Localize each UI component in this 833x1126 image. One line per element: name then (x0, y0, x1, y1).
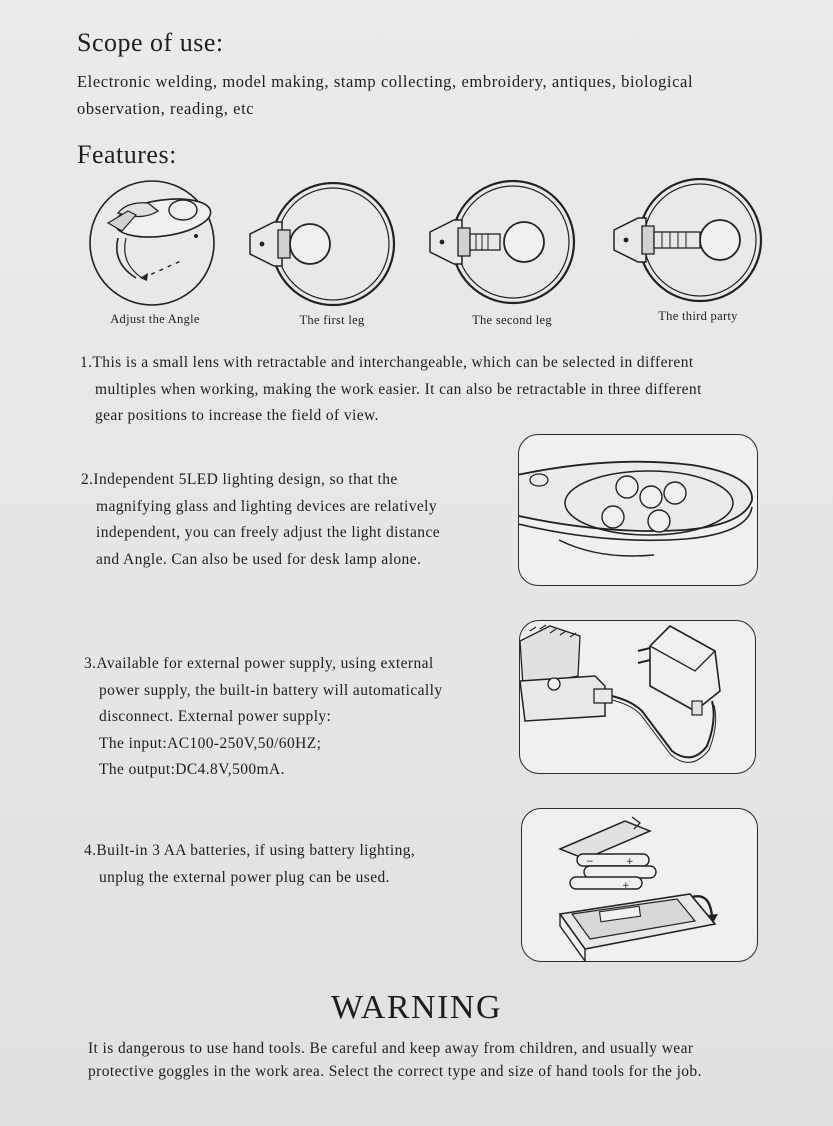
svg-text:+: + (622, 881, 630, 891)
feature-4: 4.Built-in 3 AA batteries, if using batt… (84, 838, 415, 891)
feature-2-line-4: and Angle. Can also be used for desk lam… (96, 550, 422, 568)
caption-third-party: The third party (658, 309, 738, 323)
scope-heading: Scope of use: (77, 28, 224, 57)
svg-text:−: − (586, 857, 594, 867)
scope-line-1: Electronic welding, model making, stamp … (77, 72, 694, 91)
battery-compartment-image: − + + (521, 808, 758, 962)
feature-1-line-3: gear positions to increase the field of … (95, 407, 379, 424)
power-adapter-illustration (520, 624, 721, 763)
scope-line-2: observation, reading, etc (77, 99, 255, 118)
warning-line-2: protective goggles in the work area. Sel… (88, 1063, 702, 1080)
feature-2-line-3: independent, you can freely adjust the l… (96, 524, 441, 541)
feature-3-line-3: disconnect. External power supply: (99, 708, 332, 725)
features-heading: Features: (77, 140, 177, 169)
second-leg-diagram (428, 180, 578, 310)
feature-4-line-2: unplug the external power plug can be us… (99, 868, 390, 886)
adjust-angle-diagram (88, 178, 218, 308)
feature-2-line-1: 2.Independent 5LED lighting design, so t… (81, 471, 398, 488)
led-lamp-image (518, 434, 758, 586)
first-leg-illustration (249, 182, 396, 307)
third-party-illustration (613, 178, 763, 303)
battery-compartment-illustration: − + + (558, 816, 718, 961)
led-lamp-illustration (519, 460, 753, 557)
first-leg-diagram (248, 182, 398, 312)
warning-text: It is dangerous to use hand tools. Be ca… (88, 1037, 702, 1083)
warning-line-1: It is dangerous to use hand tools. Be ca… (88, 1040, 694, 1057)
feature-2-line-2: magnifying glass and lighting devices ar… (96, 497, 438, 515)
feature-3-line-1: 3.Available for external power supply, u… (84, 655, 434, 672)
feature-3-line-5: The output:DC4.8V,500mA. (99, 761, 285, 778)
caption-adjust-angle: Adjust the Angle (110, 312, 200, 326)
caption-second-leg: The second leg (472, 313, 552, 327)
feature-2: 2.Independent 5LED lighting design, so t… (81, 467, 440, 573)
feature-1-line-1: 1.This is a small lens with retractable … (80, 354, 694, 371)
adjust-angle-illustration (89, 180, 215, 306)
second-leg-illustration (429, 180, 576, 305)
feature-1: 1.This is a small lens with retractable … (80, 350, 702, 430)
feature-3-line-4: The input:AC100-250V,50/60HZ; (99, 734, 322, 752)
scope-text: Electronic welding, model making, stamp … (77, 68, 693, 122)
feature-4-line-1: 4.Built-in 3 AA batteries, if using batt… (84, 842, 416, 859)
warning-title: WARNING (330, 989, 503, 1026)
caption-first-leg: The first leg (299, 313, 365, 327)
power-adapter-image (519, 620, 756, 774)
svg-text:+: + (626, 857, 634, 867)
feature-3-line-2: power supply, the built-in battery will … (99, 681, 443, 699)
feature-3: 3.Available for external power supply, u… (84, 651, 442, 784)
feature-1-line-2: multiples when working, making the work … (95, 380, 702, 398)
third-party-diagram (612, 178, 767, 308)
